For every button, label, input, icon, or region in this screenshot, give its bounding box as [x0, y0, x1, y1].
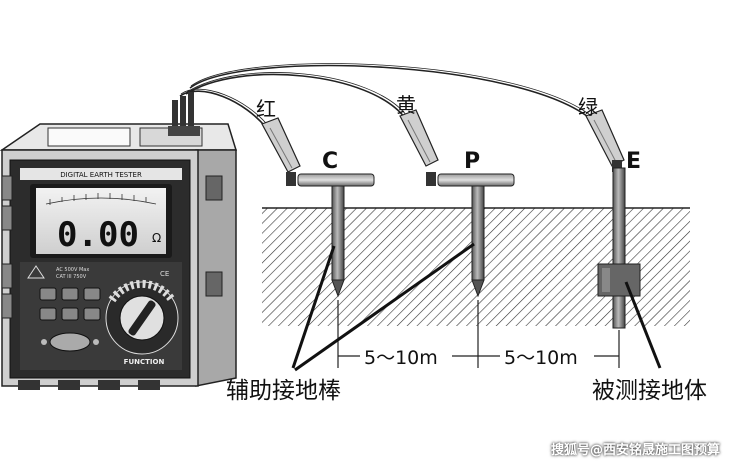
- electrode-label-c: C: [322, 149, 338, 174]
- watermark: 搜狐号@西安铭晟施工图预算: [550, 443, 720, 458]
- device-button: [61, 287, 79, 301]
- test-button: [49, 332, 91, 352]
- device-button: [83, 307, 101, 321]
- device-button: [39, 307, 57, 321]
- lead-green: [189, 64, 593, 121]
- device-button: [61, 307, 79, 321]
- device-button: [83, 287, 101, 301]
- lead-yellow: [185, 73, 406, 119]
- lcd-screen: [36, 188, 166, 254]
- device-terminals: [168, 92, 200, 136]
- clip-red: [261, 117, 301, 186]
- dimension-lines: [337, 300, 620, 368]
- wire-label-green: 绿: [578, 95, 598, 119]
- distance-label-cp: 5～10m: [364, 347, 438, 369]
- lcd-unit: Ω: [152, 231, 161, 245]
- indicator-led: [41, 339, 47, 345]
- device-spec-2: CAT III 750V: [56, 274, 87, 280]
- electrode-p: [437, 173, 515, 298]
- measured-body-label: 被测接地体: [592, 378, 707, 404]
- clip-green: [585, 109, 625, 172]
- warning-icon: [27, 265, 45, 279]
- test-leads: [179, 63, 595, 131]
- earth-tester-device: DIGITAL EARTH TESTER 0.00 Ω AC 500V Max …: [0, 92, 238, 390]
- electrode-label-p: P: [464, 149, 480, 174]
- wire-label-yellow: 黄: [396, 93, 416, 117]
- device-spec-1: AC 500V Max: [56, 267, 89, 273]
- aux-rods-label: 辅助接地棒: [226, 378, 341, 404]
- device-button: [39, 287, 57, 301]
- wire-label-red: 红: [256, 97, 276, 121]
- electrode-e: [597, 167, 641, 329]
- lcd-reading: 0.00: [57, 215, 139, 255]
- distance-label-pe: 5～10m: [504, 347, 578, 369]
- ce-mark: CE: [160, 270, 169, 278]
- pointer-lines: [291, 242, 662, 372]
- dial-label: FUNCTION: [124, 358, 165, 366]
- device-buttons: [39, 287, 101, 352]
- lcd-scale: [45, 193, 157, 205]
- clip-yellow: [399, 109, 439, 186]
- electrode-c: [297, 173, 375, 298]
- device-panel-title: DIGITAL EARTH TESTER: [60, 171, 142, 179]
- indicator-led: [93, 339, 99, 345]
- function-dial: [105, 279, 179, 355]
- electrode-label-e: E: [626, 149, 641, 174]
